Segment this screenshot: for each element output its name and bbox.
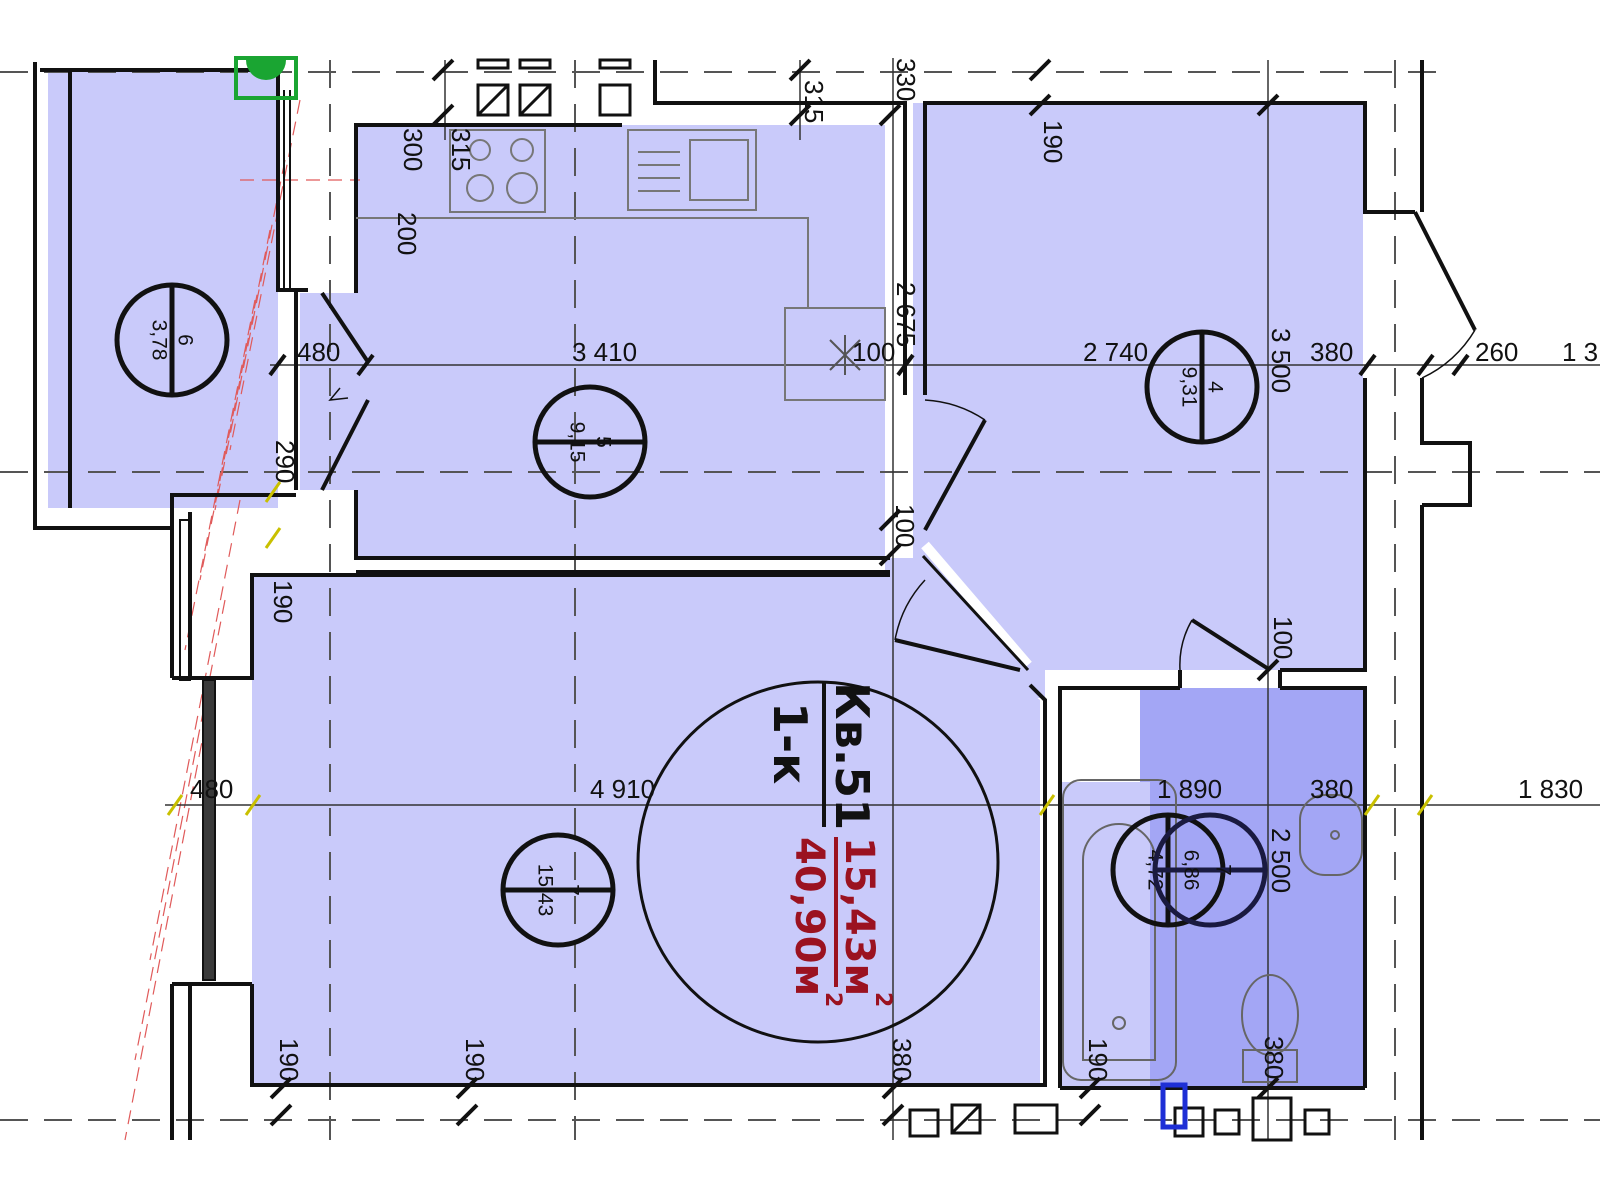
room-marker-7: 7 15,43	[500, 832, 616, 948]
dim-315: 315	[446, 128, 476, 171]
yellow-ticks	[166, 481, 1434, 816]
dim-380-bottom-a: 380	[887, 1038, 917, 1081]
dim-right-top: 1 3	[1562, 337, 1598, 367]
room-7-area: 15,43	[533, 864, 556, 917]
bath-area-fill	[1060, 782, 1150, 1088]
apartment-type: 1-к	[763, 702, 817, 784]
bottom-cut-elements	[908, 1096, 1331, 1142]
dim-315-top: 315	[799, 80, 829, 123]
room-6-balcony-fill	[48, 70, 278, 508]
windows	[179, 90, 291, 981]
dim-room4-width: 2 740	[1083, 337, 1148, 367]
apartment-number: Кв.51	[825, 682, 879, 830]
dim-260: 260	[1475, 337, 1518, 367]
dim-kitchen-width: 3 410	[572, 337, 637, 367]
stove	[449, 129, 546, 213]
dim-480-top: 480	[297, 337, 340, 367]
dim-room4-depth: 3 500	[1266, 328, 1296, 393]
room-bath2-area: 6,86	[1179, 850, 1202, 891]
dim-100-c: 100	[1268, 616, 1298, 659]
dim-190-left: 190	[268, 580, 298, 623]
dim-190-bottom-a: 190	[274, 1038, 304, 1081]
room-6-area: 3,78	[147, 320, 170, 361]
dim-right-bottom: 1 830	[1518, 774, 1583, 804]
room-marker-5: 5 9,15	[532, 384, 648, 500]
dim-380-b: 380	[1310, 774, 1353, 804]
toilet	[1241, 974, 1299, 1056]
dim-bath-width: 1 890	[1157, 774, 1222, 804]
room-7-number: 7	[559, 884, 582, 896]
dim-190-bottom-b: 190	[460, 1038, 490, 1081]
dim-300: 300	[398, 128, 428, 171]
washbasin	[1299, 794, 1363, 876]
total-area: 40,90м	[786, 837, 832, 996]
dim-290: 290	[270, 440, 300, 483]
room-5-number: 5	[591, 436, 614, 448]
kitchen-fixtures	[356, 129, 886, 401]
living-area: 15,43м	[836, 837, 882, 996]
green-marker	[234, 56, 298, 100]
corridor-fill	[885, 558, 1045, 698]
green-marker-arc	[246, 60, 286, 80]
blue-marker	[1160, 1082, 1188, 1130]
room-marker-6: 6 3,78	[114, 282, 230, 398]
dim-bath-depth: 2 500	[1266, 828, 1296, 893]
room-marker-bath-2: 7 6,86	[1152, 812, 1268, 928]
top-cut-elements	[476, 58, 632, 117]
room-6-number: 6	[173, 334, 196, 346]
dim-100-b: 100	[890, 504, 920, 547]
apartment-label: Кв.51 1-к 15,43м 2 40,90м 2	[636, 680, 1000, 1044]
room-4-area: 9,31	[1177, 367, 1200, 408]
axis-lines	[0, 60, 1600, 1140]
dim-room7-width: 4 910	[590, 774, 655, 804]
dim-330: 330	[891, 58, 921, 101]
sink	[627, 129, 757, 211]
room-bath2-number: 7	[1211, 864, 1234, 876]
dim-380-bottom-b: 380	[1259, 1036, 1289, 1079]
dimension-labels-horizontal: 3 410 2 740 380 260 1 3 480 100 4 910 48…	[190, 337, 1598, 804]
bath-fixtures	[1062, 779, 1363, 1083]
dim-2675: 2 675	[891, 282, 921, 347]
dimension-ticks	[268, 58, 1470, 1127]
dim-190-top: 190	[1038, 120, 1068, 163]
dim-380-a: 380	[1310, 337, 1353, 367]
room-5-kitchen-fill	[300, 125, 885, 558]
dim-190-bottom-c: 190	[1083, 1038, 1113, 1081]
living-area-power: 2	[870, 992, 895, 1007]
vent-shaft	[784, 307, 886, 401]
dimension-labels-vertical: 3 500 2 500 300 315 200 2 675 290 100 10…	[268, 58, 1298, 1081]
doors	[320, 211, 1477, 672]
dim-100-mid: 100	[852, 337, 895, 367]
bathtub	[1062, 779, 1177, 1081]
room-7-living-fill	[252, 575, 1040, 1085]
room-5-area: 9,15	[565, 422, 588, 463]
room-marker-4: 4 9,31	[1144, 329, 1260, 445]
bathroom-fill	[1140, 688, 1365, 1088]
dim-480-bottom: 480	[190, 774, 233, 804]
dim-200: 200	[392, 212, 422, 255]
room-4-number: 4	[1203, 381, 1226, 393]
room-fills	[48, 70, 1365, 1088]
total-area-power: 2	[820, 992, 845, 1007]
